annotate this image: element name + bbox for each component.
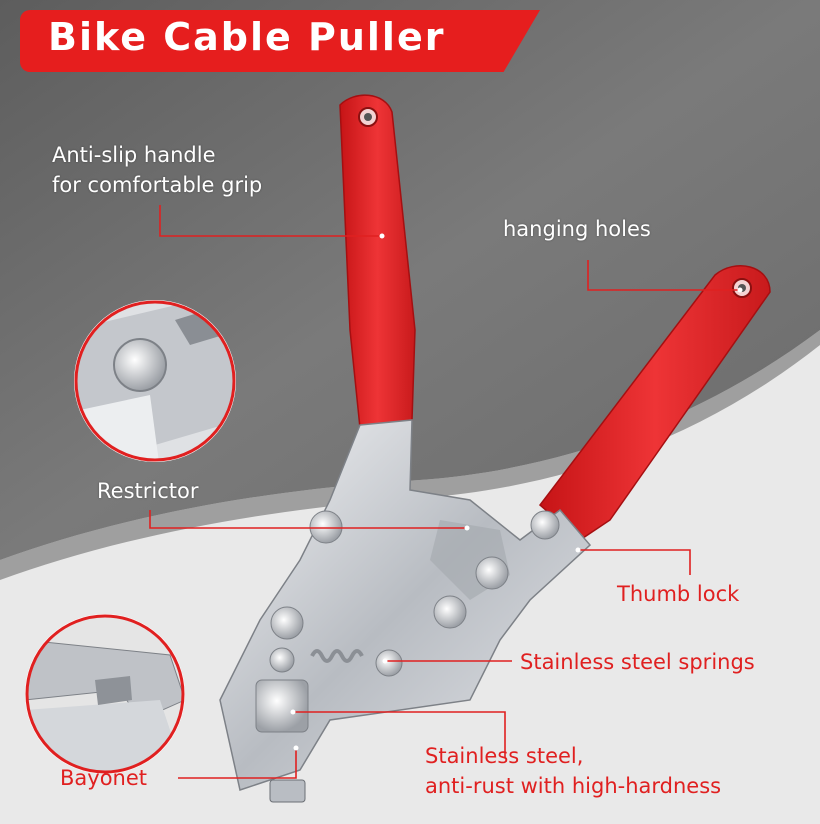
leader-lines: [149, 205, 740, 779]
callout-handle-line1: Anti-slip handle: [52, 143, 216, 167]
bayonet-tip: [269, 779, 306, 803]
restrictor-detail-circle: [74, 300, 236, 462]
callout-hanging-holes: hanging holes: [503, 217, 651, 241]
callout-restrictor: Restrictor: [97, 479, 199, 503]
callout-steel-line2: anti-rust with high-hardness: [425, 774, 722, 798]
right-handle: [538, 265, 771, 541]
bayonet-detail-circle: [25, 614, 185, 774]
callout-thumb-lock: Thumb lock: [617, 582, 740, 606]
page-title: Bike Cable Puller: [48, 15, 446, 59]
bolts: [255, 510, 560, 733]
callout-springs: Stainless steel springs: [520, 650, 755, 674]
title-banner: [20, 10, 540, 72]
left-handle: [339, 94, 416, 429]
spring: [310, 649, 364, 663]
leader-dots: [290, 233, 743, 751]
callout-handle-line2: for comfortable grip: [52, 173, 263, 197]
callout-bayonet: Bayonet: [60, 766, 148, 790]
callout-steel-line1: Stainless steel,: [425, 744, 584, 768]
